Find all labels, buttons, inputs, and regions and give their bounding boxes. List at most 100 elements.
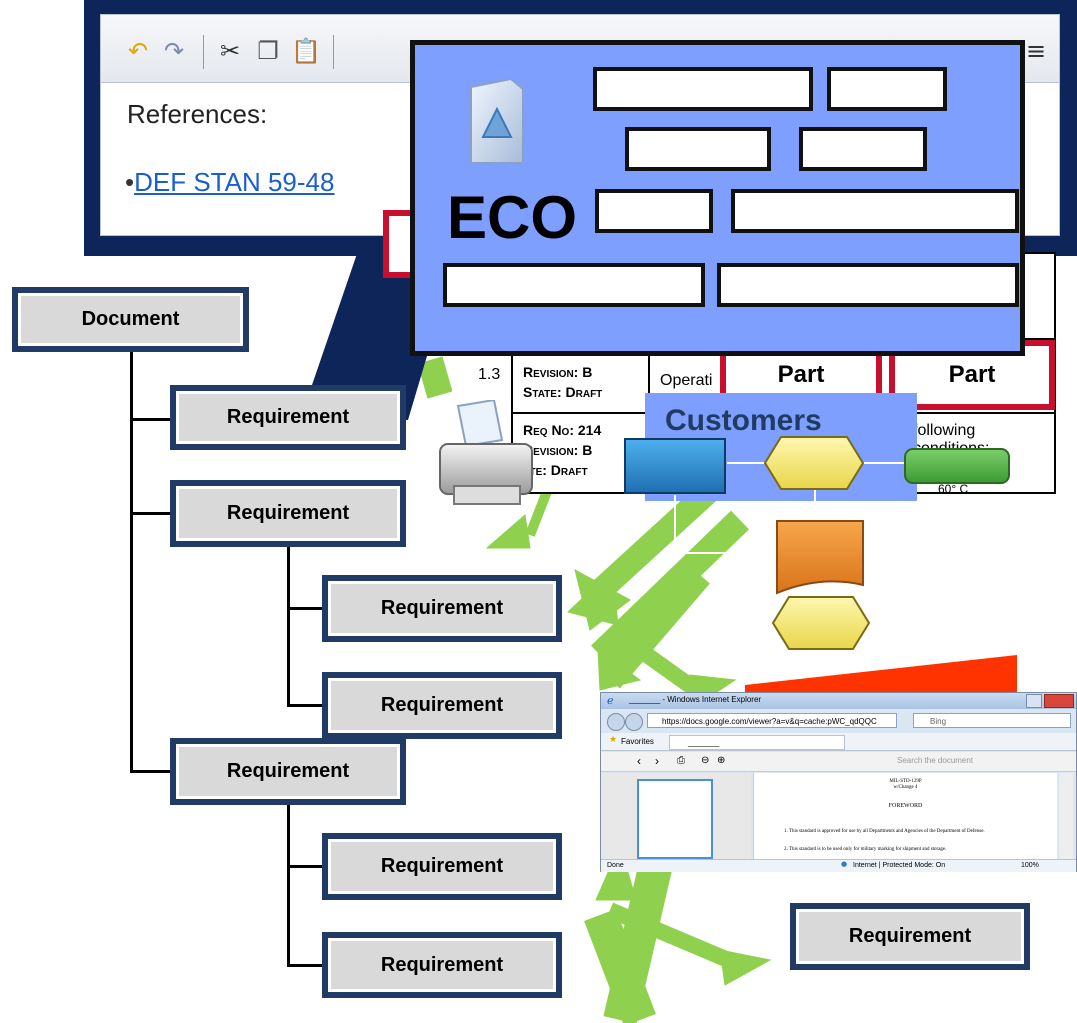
menu-icon[interactable]: ≡ bbox=[1025, 37, 1047, 65]
vertical-scrollbar[interactable] bbox=[1059, 773, 1073, 859]
cut-icon[interactable]: ✂ bbox=[219, 37, 241, 65]
subtree-trunk bbox=[287, 805, 290, 967]
reference-item: •DEF STAN 59-48 bbox=[125, 167, 334, 198]
favorites-bar: ★ Favorites _______ bbox=[601, 733, 1076, 751]
doc-heading: FOREWORD bbox=[888, 803, 923, 809]
flow-yellow-hex-2 bbox=[771, 596, 871, 650]
flow-blue-box bbox=[624, 438, 726, 494]
row2-state: ate: Draft bbox=[523, 462, 588, 478]
tree-branch bbox=[287, 704, 327, 707]
minimize-button[interactable] bbox=[1026, 694, 1042, 708]
eco-field[interactable] bbox=[625, 127, 771, 171]
flow-green-box bbox=[904, 448, 1010, 484]
undo-icon[interactable]: ↶ bbox=[127, 37, 149, 65]
eco-field[interactable] bbox=[595, 189, 713, 233]
row2-revision: Revision: B bbox=[523, 442, 593, 458]
detached-requirement[interactable]: Requirement bbox=[790, 903, 1030, 970]
references-label: References: bbox=[127, 99, 268, 129]
copy-icon[interactable]: ❐ bbox=[257, 37, 279, 65]
forward-button[interactable] bbox=[625, 713, 643, 731]
paste-icon[interactable]: 📋 bbox=[291, 37, 321, 65]
browser-title: _______ - Windows Internet Explorer bbox=[629, 695, 762, 704]
toolbar-separator bbox=[203, 35, 204, 69]
ie-logo-icon: ℯ bbox=[607, 694, 614, 707]
tree-branch bbox=[130, 512, 180, 515]
browser-tab[interactable]: _______ bbox=[669, 735, 845, 750]
tree-branch bbox=[287, 607, 327, 610]
eco-field[interactable] bbox=[593, 67, 813, 111]
document-icon bbox=[470, 79, 524, 164]
row1-revision: Revision: B bbox=[523, 364, 593, 380]
doc-header-2: w/Change 4 bbox=[893, 785, 918, 790]
tree-branch bbox=[287, 865, 327, 868]
bullet: • bbox=[125, 167, 135, 197]
node-label: Document bbox=[18, 293, 243, 346]
prev-page-icon[interactable]: ‹ bbox=[637, 754, 641, 768]
toolbar-separator bbox=[333, 35, 334, 69]
flowchart bbox=[624, 436, 1010, 650]
tree-node-document[interactable]: Document bbox=[12, 287, 249, 352]
tree-branch bbox=[130, 770, 180, 773]
address-bar-row: https://docs.google.com/viewer?a=v&q=cac… bbox=[601, 710, 1076, 732]
viewer-toolbar: ‹ › ⎙ ⊖ ⊕ Search the document bbox=[601, 752, 1076, 772]
tree-trunk bbox=[130, 350, 133, 772]
printer-icon bbox=[439, 400, 533, 505]
favorites-button[interactable]: Favorites bbox=[621, 737, 654, 746]
page-thumbnail[interactable] bbox=[637, 779, 713, 859]
tree-node-requirement[interactable]: Requirement bbox=[322, 672, 562, 739]
print-icon[interactable]: ⎙ bbox=[677, 755, 685, 766]
back-button[interactable] bbox=[607, 713, 625, 731]
node-label: Requirement bbox=[328, 581, 556, 636]
globe-icon: ● bbox=[841, 860, 848, 868]
node-label: Requirement bbox=[328, 839, 556, 894]
next-page-icon[interactable]: › bbox=[655, 754, 659, 768]
node-label: Requirement bbox=[176, 744, 400, 799]
node-label: Requirement bbox=[176, 486, 400, 541]
subtree-trunk bbox=[287, 545, 290, 707]
eco-field[interactable] bbox=[443, 263, 705, 307]
eco-field[interactable] bbox=[731, 189, 1019, 233]
tree-node-requirement[interactable]: Requirement bbox=[170, 480, 406, 547]
status-bar: Done ● Internet | Protected Mode: On 100… bbox=[601, 859, 1076, 872]
reference-link[interactable]: DEF STAN 59-48 bbox=[134, 167, 335, 197]
tree-node-requirement[interactable]: Requirement bbox=[322, 932, 562, 998]
tree-node-requirement[interactable]: Requirement bbox=[170, 738, 406, 805]
node-label: Requirement bbox=[796, 909, 1024, 964]
eco-field[interactable] bbox=[717, 263, 1019, 307]
zoom-out-icon[interactable]: ⊖ bbox=[701, 755, 710, 766]
eco-field[interactable] bbox=[827, 67, 947, 111]
row1-text: Operati bbox=[660, 372, 713, 389]
customers-label: Customers bbox=[665, 404, 822, 437]
zoom-in-icon[interactable]: ⊕ bbox=[717, 755, 726, 766]
doc-paragraph-2: 2. This standard is to be used only for … bbox=[784, 847, 947, 852]
doc-header-1: MIL-STD-129P bbox=[889, 779, 922, 784]
eco-label: ECO bbox=[447, 184, 578, 251]
flow-orange-box bbox=[776, 520, 864, 595]
browser-window: ℯ _______ - Windows Internet Explorer ht… bbox=[600, 692, 1077, 872]
star-icon: ★ bbox=[609, 735, 618, 745]
node-label: Requirement bbox=[328, 938, 556, 992]
eco-card: ECO bbox=[410, 40, 1025, 356]
tree-node-requirement[interactable]: Requirement bbox=[322, 833, 562, 900]
tree-node-requirement[interactable]: Requirement bbox=[322, 575, 562, 642]
eco-field[interactable] bbox=[799, 127, 927, 171]
search-box[interactable]: Bing bbox=[913, 713, 1071, 728]
thumbnail-pane bbox=[601, 773, 751, 859]
redo-icon[interactable]: ↷ bbox=[163, 37, 185, 65]
flow-yellow-hex bbox=[763, 436, 865, 490]
browser-titlebar: ℯ _______ - Windows Internet Explorer bbox=[601, 693, 1076, 709]
tree-branch bbox=[287, 964, 327, 967]
tree-branch bbox=[130, 418, 180, 421]
document-page: MIL-STD-129P w/Change 4 FOREWORD 1. This… bbox=[753, 773, 1057, 859]
document-search-input[interactable]: Search the document bbox=[897, 756, 974, 765]
row1-id: 1.3 bbox=[478, 366, 501, 383]
security-zone: Internet | Protected Mode: On bbox=[853, 862, 946, 869]
tree-node-requirement[interactable]: Requirement bbox=[170, 385, 406, 450]
zoom-level[interactable]: 100% bbox=[1021, 862, 1039, 869]
doc-paragraph-1: 1. This standard is approved for use by … bbox=[784, 829, 985, 834]
close-button[interactable] bbox=[1044, 694, 1074, 708]
address-input[interactable]: https://docs.google.com/viewer?a=v&q=cac… bbox=[647, 713, 897, 728]
row2-value: 60° C bbox=[938, 482, 969, 496]
node-label: Requirement bbox=[328, 678, 556, 733]
node-label: Requirement bbox=[176, 391, 400, 444]
